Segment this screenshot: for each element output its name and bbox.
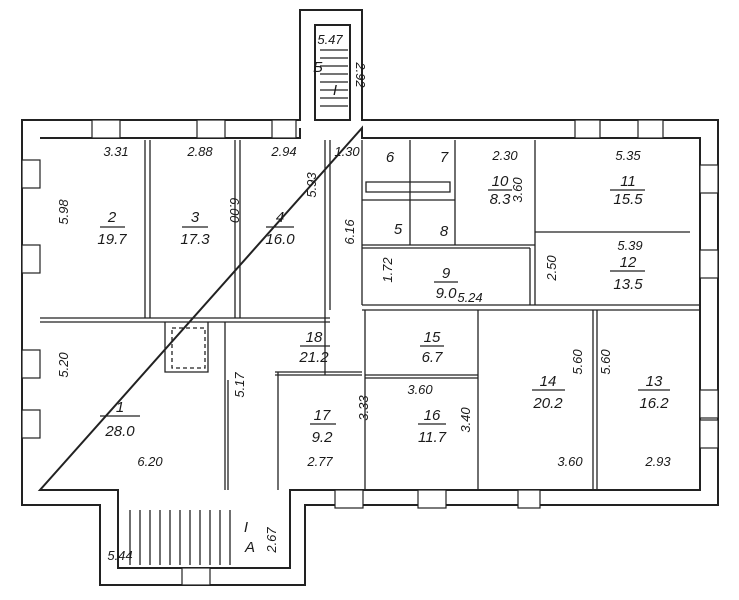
stair-bottom: 5.44 I А 2.67: [107, 519, 279, 563]
stair-top: 5.47 Б I 2.92: [313, 32, 368, 99]
stair-number: I: [244, 519, 248, 536]
room-number: 18: [306, 329, 323, 346]
dimension: 2.94: [270, 144, 296, 159]
room-9: 99.0: [434, 265, 458, 302]
room-area: 17.3: [180, 231, 210, 248]
room-7-number: 7: [440, 149, 449, 166]
room-number: 10: [492, 173, 509, 190]
dimension: 5.24: [457, 290, 482, 305]
outer-walls: [21, 9, 719, 586]
dimension: 5.60: [570, 349, 585, 375]
dimension: 5.60: [598, 349, 613, 375]
room-number: 16: [424, 407, 441, 424]
dimension: 5.47: [317, 32, 343, 47]
dimension: 5.98: [56, 199, 71, 225]
room-number: 3: [191, 209, 200, 226]
room-13: 13 16.2: [638, 373, 670, 412]
dimension: 2.88: [186, 144, 213, 159]
stair-label: Б: [313, 59, 323, 76]
room-area: 9.2: [312, 429, 334, 446]
dimension: 3.60: [557, 454, 583, 469]
room-5-number: 5: [394, 221, 403, 238]
stair-number: I: [333, 82, 337, 99]
room-area: 21.2: [298, 349, 329, 366]
room-area: 9.0: [436, 285, 458, 302]
room-number: 15: [424, 329, 441, 346]
dimension: 5.39: [617, 238, 642, 253]
dimension: 3.60: [407, 382, 433, 397]
room-3: 317.3: [180, 209, 210, 248]
room-area: 28.0: [104, 423, 135, 440]
room-4: 416.0: [265, 209, 295, 248]
room-area: 11.7: [418, 429, 447, 446]
dimension: 6.20: [137, 454, 163, 469]
room-number: 12: [620, 254, 637, 271]
room-number: 13: [646, 373, 663, 390]
room-area: 16.0: [265, 231, 295, 248]
room-area: 16.2: [639, 395, 669, 412]
room-16: 16 11.7: [418, 407, 447, 446]
room-8-number: 8: [440, 223, 449, 240]
dimension: 6.16: [342, 219, 357, 245]
room-17: 179.2: [310, 407, 336, 446]
room-number: 17: [314, 407, 331, 424]
room-number: 9: [442, 265, 451, 282]
dimension: 6.00: [227, 197, 242, 223]
room-number: 2: [107, 209, 117, 226]
room-area: 15.5: [613, 191, 643, 208]
room-14: 14 20.2: [532, 373, 565, 412]
dimension: 2.77: [306, 454, 333, 469]
dimension: 3.60: [510, 177, 525, 203]
room-area: 8.3: [490, 191, 512, 208]
dimension: 1.30: [334, 144, 360, 159]
dimension: 5.35: [615, 148, 641, 163]
room-number: 11: [620, 173, 636, 190]
dimension: 5.93: [304, 172, 319, 198]
dimensions: 3.31 5.98 2.88 6.00 2.94 5.93 1.30 6.16 …: [56, 144, 671, 469]
dimension: 2.92: [353, 61, 368, 88]
room-18: 18 21.2: [298, 329, 330, 366]
room-number: 1: [116, 399, 124, 416]
room-12: 12 13.5: [610, 254, 645, 293]
dimension: 2.93: [644, 454, 671, 469]
dimension: 5.20: [56, 352, 71, 378]
room-area: 13.5: [613, 276, 643, 293]
stair-steps: [129, 49, 348, 565]
stair-label: А: [244, 539, 255, 556]
dimension: 2.30: [491, 148, 518, 163]
room-number: 14: [540, 373, 557, 390]
dimension: 5.44: [107, 548, 132, 563]
room-area: 20.2: [532, 395, 563, 412]
dimension: 5.17: [232, 372, 247, 398]
partitions: [40, 140, 700, 490]
dimension: 3.31: [103, 144, 128, 159]
dimension: 3.40: [458, 407, 473, 433]
room-6-number: 6: [386, 149, 395, 166]
room-area: 19.7: [97, 231, 127, 248]
dimension: 2.67: [264, 527, 279, 554]
room-2: 219.7: [97, 209, 127, 248]
room-10: 108.3: [488, 173, 512, 208]
dimension: 2.50: [544, 255, 559, 282]
dimension: 1.72: [380, 257, 395, 283]
room-area: 6.7: [422, 349, 444, 366]
room-1: 128.0: [100, 399, 140, 440]
room-number: 4: [276, 209, 284, 226]
windows: [21, 119, 719, 586]
room-15: 156.7: [420, 329, 444, 366]
dimension: 3.33: [356, 395, 371, 421]
